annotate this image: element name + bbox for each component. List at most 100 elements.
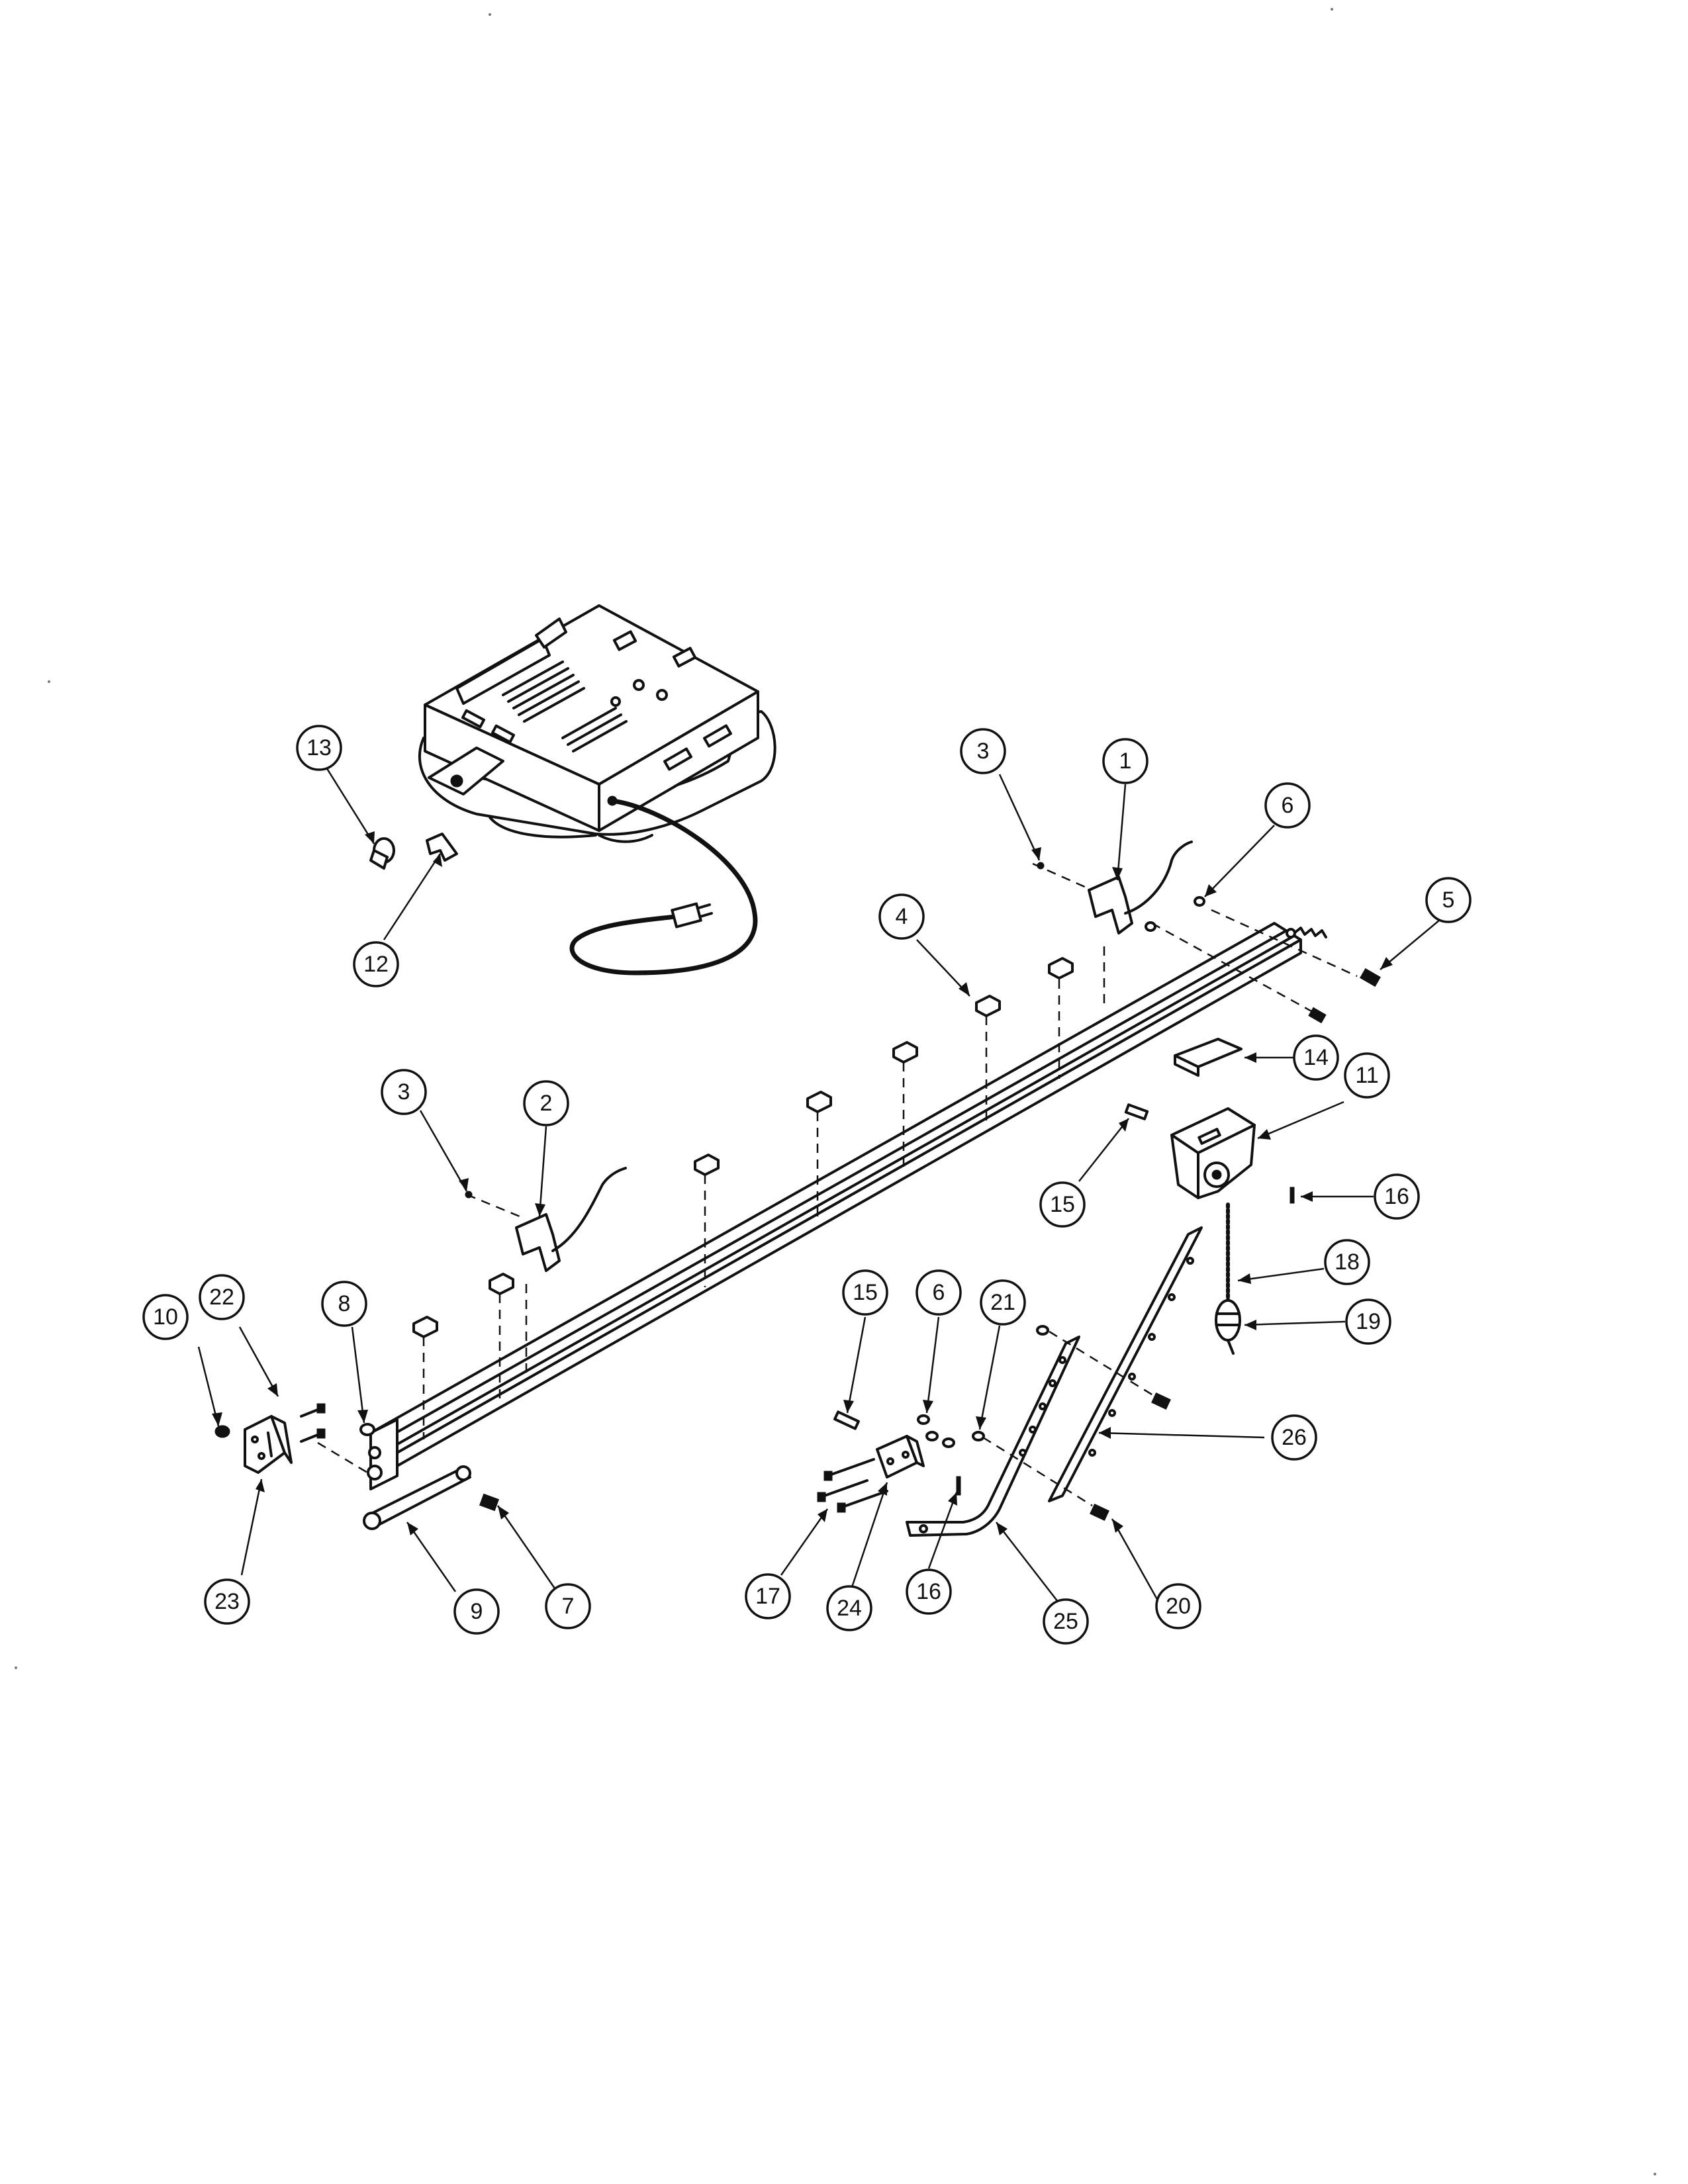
callout-19: 19 — [1345, 1298, 1391, 1345]
arm-dash-b — [982, 1436, 1093, 1507]
svg-text:19: 19 — [1356, 1309, 1381, 1334]
callout-15: 15 — [1039, 1181, 1086, 1228]
svg-text:11: 11 — [1355, 1063, 1378, 1088]
svg-text:23: 23 — [214, 1589, 240, 1614]
svg-text:16: 16 — [916, 1579, 941, 1604]
callout-16: 16 — [1374, 1173, 1420, 1220]
part-22-lag-screws — [300, 1403, 326, 1443]
part-24-door-bracket — [876, 1435, 925, 1479]
svg-text:12: 12 — [363, 952, 389, 977]
callout-14: 14 — [1293, 1034, 1339, 1081]
callout-6: 6 — [1264, 782, 1311, 829]
svg-text:15: 15 — [1050, 1192, 1075, 1217]
svg-text:1: 1 — [1119, 749, 1132, 774]
part-25-curved-arm — [906, 1336, 1080, 1537]
front-end-bracket — [367, 1418, 399, 1490]
svg-text:15: 15 — [853, 1280, 878, 1305]
svg-text:10: 10 — [153, 1304, 178, 1330]
callout-15: 15 — [842, 1269, 888, 1316]
part-17-lag-screws — [817, 1458, 888, 1513]
rail-clips — [412, 957, 1074, 1338]
svg-text:25: 25 — [1053, 1609, 1078, 1634]
svg-text:6: 6 — [1282, 793, 1294, 818]
callout-11: 11 — [1344, 1052, 1390, 1099]
callout-26: 26 — [1271, 1414, 1317, 1461]
part-19-handle — [1215, 1299, 1241, 1355]
part-23-header-bracket — [244, 1415, 293, 1474]
callout-1: 1 — [1102, 738, 1149, 784]
part-14-slider — [1174, 1038, 1243, 1077]
svg-text:7: 7 — [562, 1594, 575, 1619]
svg-text:16: 16 — [1384, 1184, 1409, 1209]
leader-lines — [197, 764, 1440, 1602]
part-2-sensor-bracket — [465, 1167, 627, 1272]
callout-18: 18 — [1324, 1239, 1370, 1285]
part-10-nut — [214, 1425, 230, 1438]
arm-nut — [1036, 1325, 1049, 1336]
callout-8: 8 — [321, 1281, 367, 1327]
callout-5: 5 — [1425, 877, 1472, 923]
callout-6: 6 — [915, 1269, 962, 1316]
part-6-washer-bottom-c — [942, 1437, 955, 1448]
svg-text:26: 26 — [1282, 1425, 1307, 1450]
part-6-washer-bottom-b — [925, 1431, 939, 1441]
callout-21: 21 — [980, 1279, 1026, 1326]
part-1-sensor-bracket — [1037, 841, 1193, 934]
svg-text:5: 5 — [1442, 887, 1455, 913]
callout-3: 3 — [960, 728, 1006, 774]
callout-10: 10 — [142, 1294, 189, 1340]
callout-22: 22 — [199, 1274, 245, 1320]
callout-20: 20 — [1155, 1583, 1201, 1629]
part-16-cotter-top — [1289, 1187, 1295, 1204]
callout-25: 25 — [1043, 1598, 1089, 1645]
part-8-nut — [359, 1423, 375, 1436]
callout-23: 23 — [204, 1578, 250, 1625]
callout-7: 7 — [545, 1583, 591, 1629]
callout-16: 16 — [906, 1569, 952, 1615]
svg-text:20: 20 — [1166, 1594, 1191, 1619]
part-15-pin-top — [1124, 1103, 1149, 1120]
scan-specks — [15, 8, 1656, 2175]
svg-text:13: 13 — [306, 735, 332, 760]
part-6-washer-bottom-a — [917, 1414, 930, 1425]
part-12-clip — [426, 833, 458, 862]
callout-17: 17 — [745, 1573, 791, 1619]
arm-dash-a — [1049, 1330, 1156, 1398]
part-21-nut — [972, 1431, 985, 1441]
part-9-header-bracket — [363, 1465, 471, 1530]
leader-arrowheads — [212, 831, 1393, 1535]
callout-13: 13 — [296, 725, 342, 771]
svg-text:3: 3 — [977, 739, 990, 764]
assembly-dash-lines — [317, 862, 1358, 1474]
svg-text:14: 14 — [1303, 1045, 1329, 1070]
callout-9: 9 — [453, 1588, 500, 1635]
part-11-trolley — [1170, 1107, 1256, 1199]
callout-3: 3 — [381, 1069, 427, 1115]
motor-unit — [418, 604, 776, 843]
part-6-washer-top — [1194, 896, 1205, 907]
svg-text:24: 24 — [837, 1596, 862, 1621]
part-16-cotter-bottom — [956, 1476, 961, 1496]
svg-text:21: 21 — [990, 1290, 1015, 1315]
callout-4: 4 — [878, 893, 925, 940]
part-20-bolt — [1090, 1504, 1109, 1521]
callouts: 1 2 3 3 4 5 6 6 7 8 9 10 11 12 13 14 15 … — [142, 725, 1472, 1645]
svg-text:4: 4 — [896, 904, 908, 929]
part-7-bolt — [479, 1493, 499, 1512]
part-13-bushing — [369, 837, 395, 870]
svg-text:6: 6 — [933, 1280, 945, 1305]
svg-text:2: 2 — [540, 1091, 553, 1116]
arm-bolt — [1151, 1392, 1171, 1410]
svg-text:22: 22 — [209, 1285, 234, 1310]
svg-text:18: 18 — [1335, 1250, 1360, 1275]
t-rail — [369, 922, 1327, 1467]
part-26-straight-arm — [1048, 1226, 1203, 1502]
callout-24: 24 — [826, 1585, 872, 1631]
part-15-clevis-pin — [833, 1410, 860, 1430]
rail-washer — [1145, 921, 1156, 932]
power-cord — [569, 798, 758, 976]
svg-text:3: 3 — [398, 1079, 410, 1105]
svg-text:17: 17 — [755, 1584, 780, 1609]
part-5-bolt — [1308, 968, 1381, 1024]
